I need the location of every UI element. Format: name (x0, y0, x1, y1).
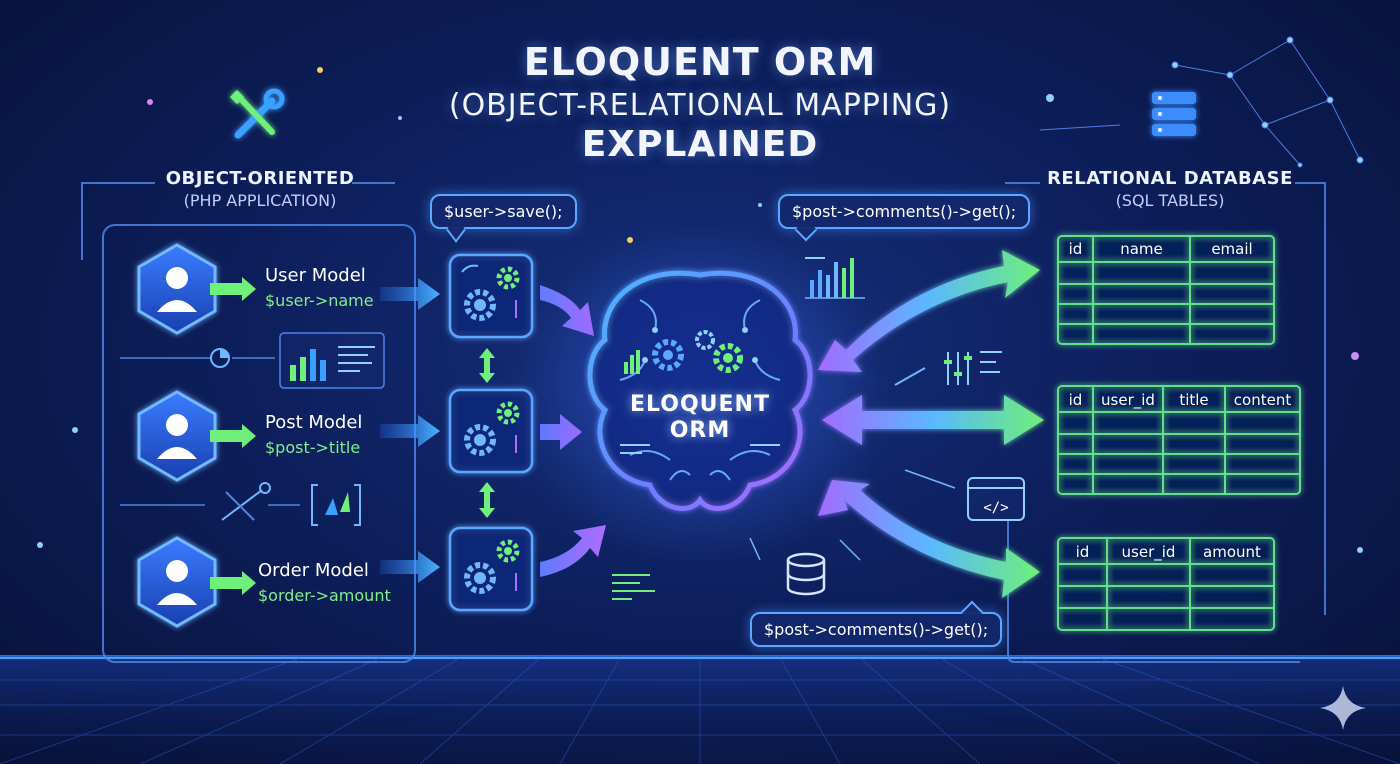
user-avatar-icon (166, 267, 188, 289)
gear-box-1 (448, 253, 534, 339)
order-model-code: $order->amount (258, 586, 391, 605)
main-title-line1: ELOQUENT ORM (523, 40, 877, 84)
right-section-title: RELATIONAL DATABASE (1047, 168, 1293, 189)
left-section-title: OBJECT-ORIENTED (165, 168, 355, 189)
main-title-line2: (OBJECT-RELATIONAL MAPPING) (448, 88, 952, 123)
server-stack-icon (1152, 92, 1196, 136)
left-section-subtitle: (PHP APPLICATION) (183, 191, 337, 210)
save-code-bubble: $user->save(); (430, 194, 577, 229)
orders-col-id: id (1075, 543, 1090, 561)
order-model-hex (137, 536, 217, 628)
users-col-id: id (1068, 240, 1083, 258)
right-section-subtitle: (SQL TABLES) (1115, 191, 1225, 210)
core-label-line1: ELOQUENT (630, 392, 770, 417)
gears-icon (461, 264, 520, 321)
user-avatar-icon (166, 414, 188, 436)
users-table-grid (1057, 235, 1275, 345)
gear-box-3 (448, 526, 534, 612)
users-col-name: name (1120, 240, 1163, 258)
user-model-hex (137, 243, 217, 335)
tools-divider-decoration (120, 482, 361, 526)
comments-code-bubble-bottom: $post->comments()->get(); (750, 612, 1003, 647)
code-window-icon: </> (904, 469, 1025, 521)
right-section-frame (1005, 182, 1326, 663)
svg-text:</>: </> (983, 500, 1008, 516)
user-model-code: $user->name (265, 291, 374, 310)
gear-connectors (479, 348, 495, 518)
user-avatar-icon (166, 560, 188, 582)
orders-col-amount: amount (1203, 543, 1261, 561)
core-label-line2: ORM (669, 418, 731, 443)
order-model-name: Order Model (258, 560, 369, 581)
post-model-code: $post->title (265, 438, 361, 457)
bar-chart-icon (120, 332, 385, 389)
comments-code-bubble-top: $post->comments()->get(); (778, 194, 1031, 229)
orders-table-grid (1057, 537, 1275, 631)
core-table-arrows (818, 250, 1044, 598)
post-model-name: Post Model (265, 412, 363, 433)
posts-col-user-id: user_id (1101, 391, 1155, 409)
floor-grid (0, 655, 1400, 764)
database-icon (786, 552, 826, 596)
gears-icon (464, 539, 520, 594)
code-lines-decoration (612, 537, 861, 600)
posts-table-grid (1057, 385, 1301, 495)
user-model-name: User Model (265, 265, 366, 286)
users-col-email: email (1211, 240, 1253, 258)
post-model-hex (137, 390, 217, 482)
sparkle-icon (1320, 686, 1366, 730)
model-to-gear-arrows (380, 278, 440, 583)
slider-controls-decoration (894, 351, 1002, 386)
left-section-frame (81, 182, 416, 663)
posts-col-id: id (1068, 391, 1083, 409)
gears-icon (652, 330, 743, 373)
main-title-line3: EXPLAINED (581, 124, 819, 165)
bar-chart-icon (805, 257, 865, 299)
brain-icon (510, 225, 890, 565)
network-constellation (1039, 36, 1364, 168)
orders-col-user-id: user_id (1121, 543, 1176, 561)
posts-col-title: title (1179, 391, 1209, 409)
posts-col-content: content (1233, 391, 1292, 409)
model-pointer-arrows (210, 277, 256, 595)
